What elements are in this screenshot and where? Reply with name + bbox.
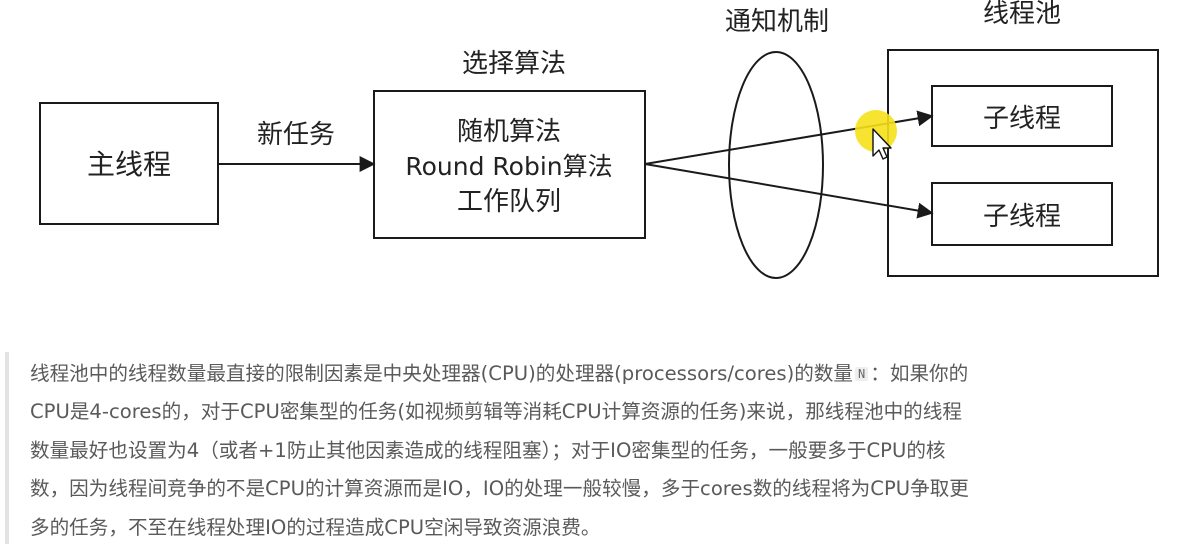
thread-pool-label: 线程池 (983, 0, 1061, 29)
thread-pool-diagram: 主线程 新任务 选择算法 随机算法 Round Robin算法 工作队列 通知机… (39, 0, 1159, 279)
child-thread-box-1 (931, 85, 1113, 147)
cursor-highlight (855, 110, 897, 152)
algorithm-line-random: 随机算法 (457, 117, 561, 147)
dispatch-arrow-2 (644, 163, 934, 219)
child-thread-box-2 (931, 182, 1113, 246)
main-thread-label: 主线程 (87, 148, 171, 181)
paragraph-line-3: 数量最好也设置为4（或者+1防止其他因素造成的线程阻塞）；对于IO密集型的任务，… (30, 438, 946, 462)
paragraph-line-2: CPU是4-cores的，对于CPU密集型的任务(如视频剪辑等消耗CPU计算资源… (30, 400, 962, 424)
notify-mechanism-label: 通知机制 (725, 7, 829, 37)
thread-count-paragraph: 线程池中的线程数量最直接的限制因素是中央处理器(CPU)的处理器(process… (30, 355, 1190, 547)
inline-code-n: N (855, 367, 869, 381)
paragraph-line-5: 多的任务，不至在线程处理IO的过程造成CPU空闲导致资源浪费。 (30, 515, 601, 539)
notify-mechanism-ellipse (728, 51, 824, 279)
paragraph-line-1b: ：如果你的 (870, 362, 969, 385)
thread-pool-box (887, 49, 1159, 277)
child-thread-label-1: 子线程 (983, 104, 1061, 134)
algorithm-line-work-queue: 工作队列 (457, 187, 561, 217)
select-algorithm-label: 选择算法 (462, 49, 566, 79)
mouse-cursor-icon (872, 128, 892, 160)
algorithm-line-round-robin: Round Robin算法 (405, 152, 612, 181)
paragraph-line-1a: 线程池中的线程数量最直接的限制因素是中央处理器(CPU)的处理器(process… (30, 362, 854, 385)
child-thread-label-2: 子线程 (983, 202, 1061, 232)
new-task-label: 新任务 (257, 120, 335, 150)
blockquote-bar (5, 352, 9, 544)
paragraph-line-4: 数，因为线程间竞争的不是CPU的计算资源而是IO，IO的处理一般较慢，多于cor… (30, 477, 969, 501)
